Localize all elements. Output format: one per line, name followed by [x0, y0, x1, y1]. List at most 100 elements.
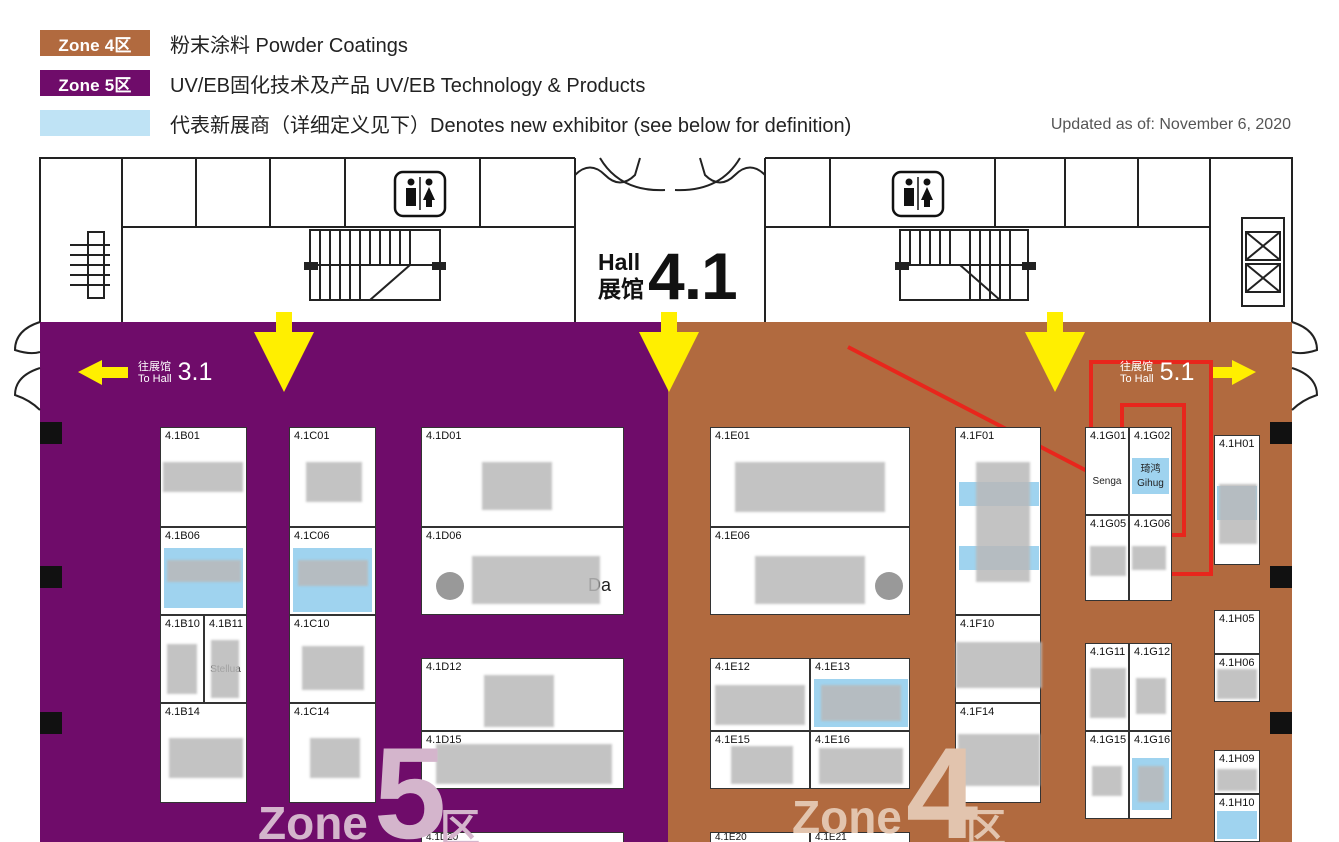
booth-4-1f14[interactable]: 4.1F14: [955, 703, 1041, 803]
booth-4-1b14[interactable]: 4.1B14: [160, 703, 247, 803]
hall-title: Hall 展馆 4.1: [598, 238, 738, 314]
zone4-watermark-word: Zone: [792, 791, 902, 842]
booth-4-1e01[interactable]: 4.1E01: [710, 427, 910, 527]
booth-label: 4.1H06: [1219, 657, 1255, 669]
zone4-watermark-cn: 区: [966, 807, 1006, 842]
booth-4-1e12[interactable]: 4.1E12: [710, 658, 810, 731]
to-hall-right-en: To Hall: [1120, 372, 1154, 385]
booth-name: Senga: [1092, 476, 1122, 487]
legend-zone5-text: UV/EB固化技术及产品 UV/EB Technology & Products: [170, 74, 646, 97]
hall-number: 4.1: [648, 239, 738, 313]
booth-4-1d12[interactable]: 4.1D12: [421, 658, 624, 731]
booth-label: 4.1G16: [1134, 734, 1171, 746]
booth-label: 4.1B11: [209, 618, 244, 630]
restroom-icon-right: [891, 170, 945, 218]
to-hall-left: 往展馆 To Hall 3.1: [138, 358, 212, 387]
booth-4-1h01[interactable]: 4.1H01: [1214, 435, 1260, 565]
booth-label: 4.1H10: [1219, 797, 1255, 809]
booth-label: 4.1E12: [715, 661, 750, 673]
booth-label: 4.1E15: [715, 734, 750, 746]
to-hall-right: 往展馆 To Hall 5.1: [1120, 358, 1194, 387]
booth-4-1f10[interactable]: 4.1F10: [955, 615, 1042, 703]
zone5-watermark-word: Zone: [258, 797, 368, 842]
legend-new-exhibitor-text: 代表新展商（详细定义见下）Denotes new exhibitor (see …: [170, 114, 852, 137]
booth-4-1h10[interactable]: 4.1H10: [1214, 794, 1260, 842]
zone5-watermark-number: 5: [374, 720, 447, 842]
legend-new-exhibitor: 代表新展商（详细定义见下）Denotes new exhibitor (see …: [40, 110, 852, 137]
booth-4-1g15[interactable]: 4.1G15: [1085, 731, 1129, 819]
hall-word-cn: 展馆: [598, 276, 644, 302]
booth-4-1e15[interactable]: 4.1E15: [710, 731, 810, 789]
booth-label: 4.1F14: [960, 706, 995, 718]
booth-label: 4.1C10: [294, 618, 330, 630]
booth-4-1g16[interactable]: 4.1G16: [1129, 731, 1172, 819]
legend-zone5: Zone 5区 UV/EB固化技术及产品 UV/EB Technology & …: [40, 70, 646, 97]
booth-4-1b01[interactable]: 4.1B01: [160, 427, 247, 527]
booth-4-1c01[interactable]: 4.1C01: [289, 427, 376, 527]
booth-4-1g06[interactable]: 4.1G06: [1129, 515, 1172, 601]
booth-4-1h06[interactable]: 4.1H06: [1214, 654, 1260, 702]
booth-4-1e06[interactable]: 4.1E06: [710, 527, 910, 615]
to-hall-left-cn: 往展馆: [138, 360, 171, 373]
booth-label: 4.1D15: [426, 734, 462, 746]
booth-label: 4.1C14: [294, 706, 330, 718]
booth-label: 4.1B06: [165, 530, 200, 542]
booth-label: 4.1H01: [1219, 438, 1255, 450]
booth-4-1b06[interactable]: 4.1B06: [160, 527, 247, 615]
booth-4-1h05[interactable]: 4.1H05: [1214, 610, 1260, 654]
booth-4-1d01[interactable]: 4.1D01: [421, 427, 624, 527]
booth-4-1g11[interactable]: 4.1G11: [1085, 643, 1129, 731]
booth-label: 4.1E06: [715, 530, 750, 542]
booth-label: 4.1D06: [426, 530, 462, 542]
booth-label: 4.1F10: [960, 618, 995, 630]
hall-word-en: Hall: [598, 249, 641, 275]
booth-label: 4.1H05: [1219, 613, 1255, 625]
legend-zone4: Zone 4区 粉末涂料 Powder Coatings: [40, 30, 408, 57]
booth-4-1e21[interactable]: 4.1E21: [810, 832, 910, 842]
to-hall-left-number: 3.1: [177, 358, 213, 386]
booth-4-1c06[interactable]: 4.1C06: [289, 527, 376, 615]
booth-4-1f01[interactable]: 4.1F01: [955, 427, 1041, 615]
booth-4-1c14[interactable]: 4.1C14: [289, 703, 376, 803]
legend-zone4-text: 粉末涂料 Powder Coatings: [170, 34, 408, 57]
to-hall-right-number: 5.1: [1159, 358, 1195, 386]
booth-4-1d06[interactable]: 4.1D06 Da: [421, 527, 624, 615]
booth-4-1b10[interactable]: 4.1B10: [160, 615, 204, 703]
to-hall-left-en: To Hall: [138, 372, 172, 385]
legend-new-exhibitor-swatch: [40, 110, 150, 136]
booth-label: 4.1H09: [1219, 753, 1255, 765]
booth-4-1e16[interactable]: 4.1E16: [810, 731, 910, 789]
booth-4-1e13[interactable]: 4.1E13: [810, 658, 910, 731]
booth-4-1d15[interactable]: 4.1D15: [421, 731, 624, 789]
booth-4-1b11[interactable]: 4.1B11 Stellua: [204, 615, 247, 703]
restroom-icon-left: [393, 170, 447, 218]
booth-name-cn: 琦鸿: [1140, 464, 1161, 475]
booth-label: 4.1G02: [1134, 430, 1171, 442]
booth-4-1g12[interactable]: 4.1G12: [1129, 643, 1172, 731]
booth-label: 4.1E01: [715, 430, 750, 442]
booth-4-1h09[interactable]: 4.1H09: [1214, 750, 1260, 794]
booth-label: 4.1F01: [960, 430, 995, 442]
legend-zone4-tag: Zone 4区: [40, 30, 150, 56]
booth-4-1g01[interactable]: 4.1G01 Senga: [1085, 427, 1129, 515]
booth-4-1d20[interactable]: 4.1D20: [421, 832, 624, 842]
updated-date: Updated as of: November 6, 2020: [1050, 116, 1291, 133]
booth-label: 4.1E16: [815, 734, 850, 746]
booth-4-1c10[interactable]: 4.1C10: [289, 615, 376, 703]
booth-label: 4.1D12: [426, 661, 462, 673]
booth-label: 4.1D01: [426, 430, 462, 442]
booth-label: 4.1E21: [815, 832, 847, 842]
booth-label: 4.1B01: [165, 430, 200, 442]
zone4-watermark-number: 4: [906, 720, 979, 842]
booth-label: 4.1D20: [426, 832, 459, 842]
booth-4-1e20[interactable]: 4.1E20: [710, 832, 810, 842]
booth-label: 4.1G05: [1090, 518, 1127, 530]
booth-4-1g05[interactable]: 4.1G05: [1085, 515, 1129, 601]
booth-label: 4.1E20: [715, 832, 747, 842]
booth-label: 4.1B14: [165, 706, 200, 718]
booth-4-1g02[interactable]: 4.1G02 琦鸿 Gihug: [1129, 427, 1172, 515]
booth-label: 4.1G12: [1134, 646, 1171, 658]
booth-label: 4.1C06: [294, 530, 330, 542]
